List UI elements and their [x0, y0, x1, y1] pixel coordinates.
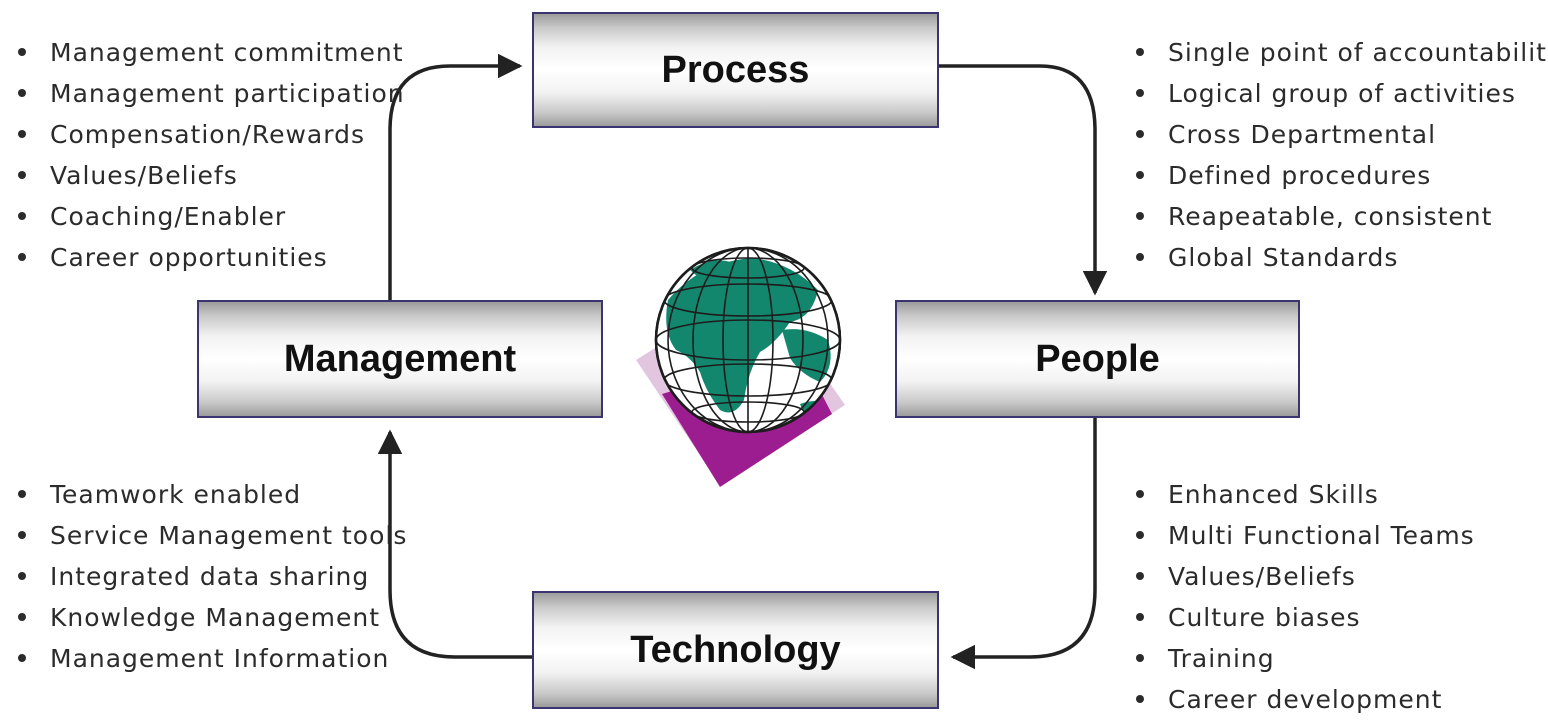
people-bullet-list: Enhanced Skills Multi Functional Teams V…	[1132, 474, 1475, 720]
management-bullet-list: Management commitment Management partici…	[14, 32, 405, 278]
list-item: Service Management tools	[14, 515, 407, 556]
list-item: Coaching/Enabler	[14, 196, 405, 237]
list-item-text: Reapeatable, consistent	[1168, 202, 1493, 231]
list-item: Management commitment	[14, 32, 405, 73]
technology-bullet-list: Teamwork enabled Service Management tool…	[14, 474, 407, 679]
list-item: Integrated data sharing	[14, 556, 407, 597]
list-item-text: Defined procedures	[1168, 161, 1432, 190]
list-item-text: Cross Departmental	[1168, 120, 1437, 149]
globe-continents	[656, 248, 840, 432]
people-box: People	[895, 300, 1300, 418]
list-item-text: Enhanced Skills	[1168, 480, 1379, 509]
list-item: Management Information	[14, 638, 407, 679]
list-item-text: Management Information	[50, 644, 390, 673]
list-item-text: Logical group of activities	[1168, 79, 1516, 108]
list-item-text: Training	[1168, 644, 1275, 673]
list-item: Single point of accountability	[1132, 32, 1548, 73]
bullet-icon	[18, 212, 26, 220]
list-item-text: Teamwork enabled	[50, 480, 302, 509]
list-item-text: Knowledge Management	[50, 603, 381, 632]
list-item-text: Single point of accountability	[1168, 38, 1548, 67]
list-item: Teamwork enabled	[14, 474, 407, 515]
list-item: Culture biases	[1132, 597, 1475, 638]
bullet-icon	[1136, 89, 1144, 97]
list-item-text: Service Management tools	[50, 521, 408, 550]
arrow-technology-to-management	[377, 429, 532, 659]
bullet-icon	[18, 572, 26, 580]
bullet-icon	[1136, 531, 1144, 539]
arrow-process-to-people	[939, 64, 1108, 296]
process-box: Process	[532, 12, 939, 128]
list-item: Multi Functional Teams	[1132, 515, 1475, 556]
list-item: Career opportunities	[14, 237, 405, 278]
bullet-icon	[18, 613, 26, 621]
list-item-text: Culture biases	[1168, 603, 1361, 632]
list-item: Training	[1132, 638, 1475, 679]
list-item: Knowledge Management	[14, 597, 407, 638]
bullet-icon	[18, 130, 26, 138]
list-item-text: Career development	[1168, 685, 1443, 714]
list-item-text: Integrated data sharing	[50, 562, 370, 591]
process-bullet-list: Single point of accountability Logical g…	[1132, 32, 1548, 278]
bullet-icon	[1136, 212, 1144, 220]
list-item: Defined procedures	[1132, 155, 1548, 196]
list-item: Cross Departmental	[1132, 114, 1548, 155]
technology-label: Technology	[630, 628, 841, 671]
bullet-icon	[1136, 130, 1144, 138]
management-box: Management	[197, 300, 603, 418]
list-item: Values/Beliefs	[1132, 556, 1475, 597]
bullet-icon	[1136, 654, 1144, 662]
bullet-icon	[1136, 490, 1144, 498]
bullet-icon	[18, 531, 26, 539]
bullet-icon	[18, 490, 26, 498]
bullet-icon	[1136, 171, 1144, 179]
bullet-icon	[18, 89, 26, 97]
list-item: Compensation/Rewards	[14, 114, 405, 155]
arrow-people-to-technology	[950, 418, 1097, 670]
list-item: Logical group of activities	[1132, 73, 1548, 114]
bullet-icon	[1136, 48, 1144, 56]
list-item-text: Career opportunities	[50, 243, 328, 272]
list-item: Management participation	[14, 73, 405, 114]
list-item: Career development	[1132, 679, 1475, 720]
list-item-text: Values/Beliefs	[50, 161, 238, 190]
management-label: Management	[283, 337, 517, 380]
list-item: Enhanced Skills	[1132, 474, 1475, 515]
people-label: People	[1035, 337, 1160, 380]
bullet-icon	[18, 253, 26, 261]
bullet-icon	[1136, 695, 1144, 703]
list-item-text: Management commitment	[50, 38, 404, 67]
list-item-text: Compensation/Rewards	[50, 120, 365, 149]
process-label: Process	[661, 48, 810, 91]
list-item: Values/Beliefs	[14, 155, 405, 196]
list-item-text: Values/Beliefs	[1168, 562, 1356, 591]
list-item: Reapeatable, consistent	[1132, 196, 1548, 237]
bullet-icon	[18, 654, 26, 662]
arrow-management-to-process	[388, 53, 523, 300]
technology-box: Technology	[532, 591, 939, 709]
bullet-icon	[1136, 253, 1144, 261]
list-item-text: Global Standards	[1168, 243, 1399, 272]
bullet-icon	[18, 171, 26, 179]
list-item-text: Coaching/Enabler	[50, 202, 287, 231]
list-item: Global Standards	[1132, 237, 1548, 278]
list-item-text: Management participation	[50, 79, 405, 108]
bullet-icon	[1136, 572, 1144, 580]
bullet-icon	[1136, 613, 1144, 621]
bullet-icon	[18, 48, 26, 56]
list-item-text: Multi Functional Teams	[1168, 521, 1475, 550]
